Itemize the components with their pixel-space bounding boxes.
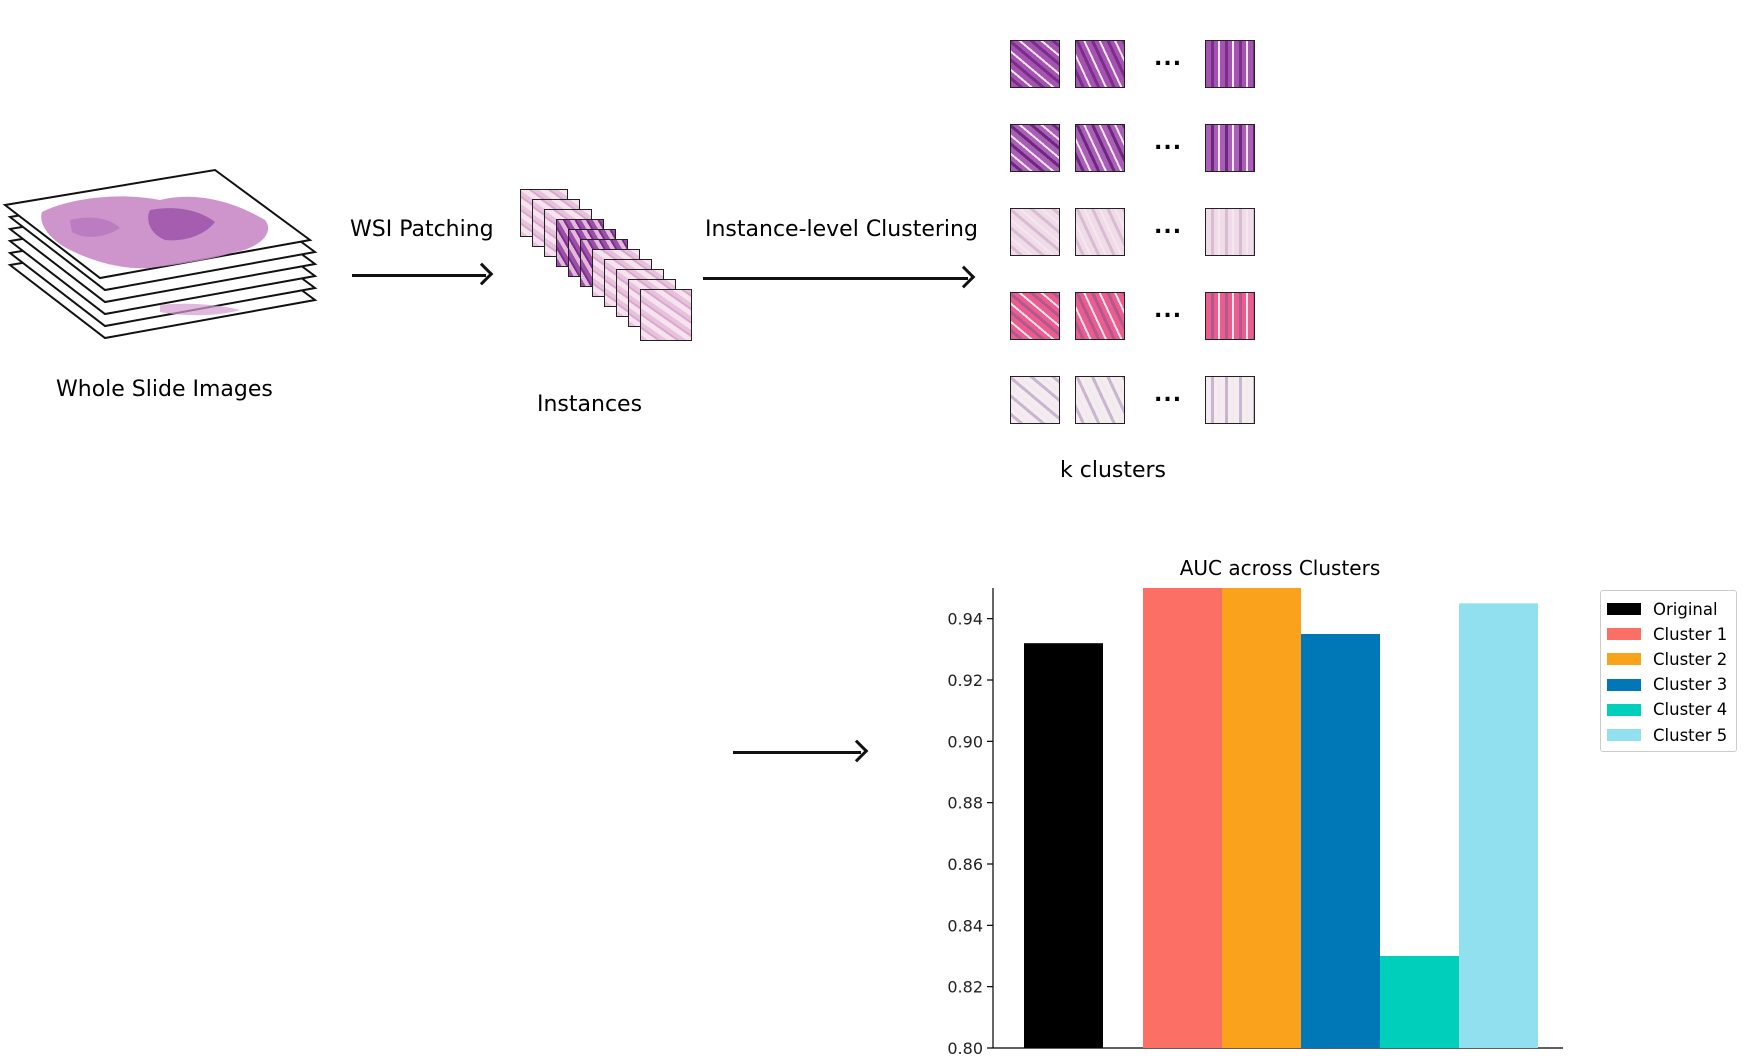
legend-swatch [1607, 628, 1641, 641]
bar-cluster-1 [1143, 588, 1222, 1048]
legend-item: Cluster 3 [1607, 675, 1727, 695]
cluster-tile [1075, 124, 1125, 172]
cluster-ellipsis: ... [1154, 130, 1183, 155]
legend-swatch [1607, 603, 1641, 615]
legend-item: Cluster 5 [1607, 725, 1727, 745]
cluster-ellipsis: ... [1154, 214, 1183, 239]
legend-label: Cluster 2 [1653, 649, 1728, 669]
cluster-tile [1205, 124, 1255, 172]
legend-label: Cluster 1 [1653, 624, 1728, 644]
legend-swatch [1607, 729, 1641, 741]
bar-cluster-3 [1301, 634, 1380, 1048]
bar-original [1024, 643, 1103, 1048]
y-tick-label: 0.86 [947, 855, 983, 874]
tissue-image [41, 196, 269, 316]
cluster-tile [1205, 208, 1255, 256]
cluster-tile [1010, 124, 1060, 172]
wsi-label: Whole Slide Images [56, 377, 273, 402]
cluster-tile [1075, 208, 1125, 256]
cluster-tile [1205, 292, 1255, 340]
cluster-tile [1010, 208, 1060, 256]
cluster-tile [1010, 376, 1060, 424]
instance-tile [640, 289, 692, 341]
legend-swatch [1607, 678, 1641, 691]
wsi-patching-label: WSI Patching [350, 217, 494, 242]
cluster-grid: ............... [1010, 40, 1270, 440]
legend-item: Cluster 1 [1607, 624, 1727, 644]
legend-label: Original [1653, 599, 1718, 619]
chart-title: AUC across Clusters [1179, 556, 1381, 580]
cluster-ellipsis: ... [1154, 298, 1183, 323]
bar-cluster-5 [1459, 603, 1538, 1048]
y-tick-label: 0.84 [947, 916, 983, 935]
legend-item: Original [1607, 599, 1718, 619]
cluster-ellipsis: ... [1154, 46, 1183, 71]
cluster-tile [1075, 376, 1125, 424]
arrow-right-icon [703, 277, 968, 280]
legend-item: Cluster 4 [1607, 700, 1727, 720]
cluster-tile [1205, 376, 1255, 424]
instances-label: Instances [537, 392, 643, 417]
cluster-tile [1075, 292, 1125, 340]
legend-label: Cluster 5 [1653, 725, 1728, 745]
cluster-tile [1205, 40, 1255, 88]
y-tick-label: 0.90 [947, 732, 983, 751]
arrow-right-icon [352, 274, 486, 277]
bar-cluster-4 [1380, 956, 1459, 1048]
arrow-right-icon [733, 751, 861, 754]
legend-item: Cluster 2 [1607, 649, 1727, 669]
y-tick-label: 0.94 [947, 610, 983, 629]
cluster-tile [1010, 292, 1060, 340]
legend-label: Cluster 3 [1653, 675, 1728, 695]
y-tick-label: 0.88 [947, 794, 983, 813]
k-clusters-label: k clusters [1060, 458, 1167, 483]
instances-stack [520, 185, 700, 360]
y-tick-label: 0.80 [947, 1039, 983, 1056]
cluster-ellipsis: ... [1154, 382, 1183, 407]
legend-swatch [1607, 653, 1641, 666]
whole-slide-images-stack [2, 168, 318, 340]
y-tick-label: 0.92 [947, 671, 983, 690]
legend-label: Cluster 4 [1653, 700, 1728, 720]
clustering-label: Instance-level Clustering [705, 217, 978, 242]
y-tick-label: 0.82 [947, 978, 983, 997]
cluster-tile [1075, 40, 1125, 88]
auc-bar-chart: 0.80 0.82 0.84 0.86 0.88 0.90 0.92 0.94 [947, 588, 1563, 1056]
cluster-tile [1010, 40, 1060, 88]
legend-swatch [1607, 703, 1641, 716]
bar-cluster-2 [1222, 588, 1301, 1048]
